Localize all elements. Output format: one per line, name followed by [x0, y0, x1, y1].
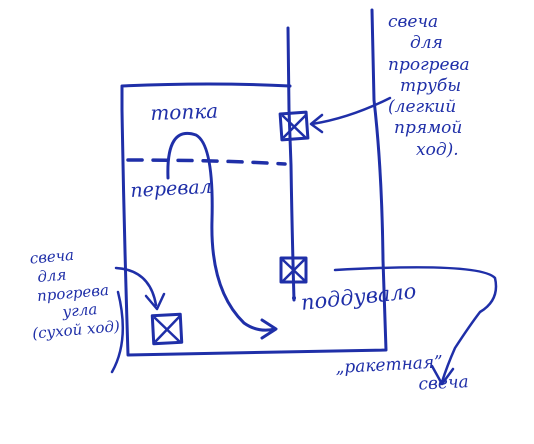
note-line: (легкий: [388, 97, 457, 117]
arrowhead-right-note: [309, 113, 324, 134]
arrow-right-note: [310, 96, 392, 126]
zone-label-pass: перевал: [129, 175, 213, 202]
note-line: трубы: [400, 75, 462, 96]
note-line: свеча: [388, 12, 439, 32]
divider-dashed-line: [126, 158, 287, 166]
lower-damper-icon: [279, 256, 308, 284]
left-damper-icon: [150, 312, 184, 346]
rocket-arrowhead: [430, 364, 455, 386]
left-note-bracket: [110, 290, 125, 374]
note-line: прямой: [394, 118, 463, 139]
pipe-end-dot: [292, 296, 296, 300]
flow-curve: [166, 132, 277, 332]
note-corner-warmup: свеча для прогрева угла (сухой ход): [25, 242, 121, 343]
upper-damper-icon: [278, 110, 310, 142]
rocket-loop: [333, 266, 498, 384]
flow-arrowhead: [260, 318, 278, 340]
note-line: для: [410, 33, 443, 54]
note-pipe-warmup: свеча для прогрева трубы (легкий прямой …: [388, 12, 470, 161]
stove-outline: [120, 8, 388, 357]
note-line: прогрева: [388, 54, 470, 75]
arrow-left-note: [114, 266, 158, 307]
arrowhead-left-note: [144, 292, 166, 311]
note-rocket-candle: „ракетная” свеча: [335, 351, 469, 400]
note-line: ход).: [416, 139, 459, 160]
zone-label-firebox: топка: [149, 98, 219, 125]
